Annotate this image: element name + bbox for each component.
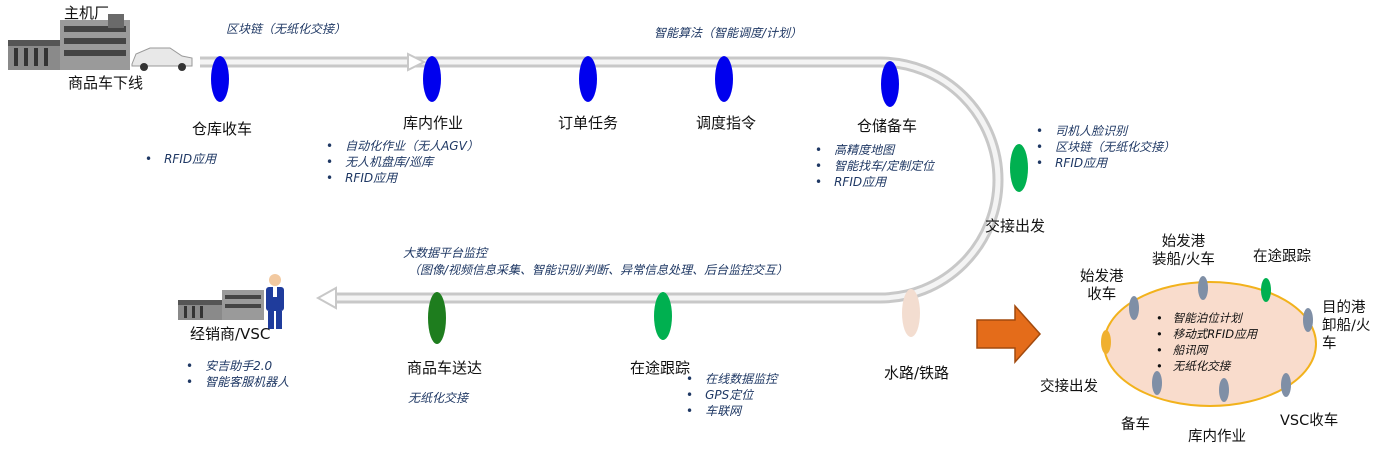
transit-item: 在线数据监控: [686, 371, 777, 387]
algorithm-note: 智能算法（智能调度/计划）: [654, 26, 803, 40]
road-arrow-bottom: [315, 286, 337, 310]
stage-inner-ops: 库内作业: [403, 114, 464, 132]
cycle-label-vsc-receive: VSC收车: [1280, 413, 1339, 429]
node-warehouse-receive: [211, 56, 229, 102]
cycle-label-transit: 在途跟踪: [1253, 249, 1311, 265]
bigdata-detail: （图像/视频信息采集、智能识别/判断、异常信息处理、后台监控交互）: [408, 263, 789, 277]
warehouse-receive-item: RFID应用: [145, 151, 216, 167]
inner-ops-item: 无人机盘库/巡库: [326, 154, 479, 170]
offline-label: 商品车下线: [68, 74, 144, 92]
stage-dealer: 经销商/VSC: [190, 325, 271, 343]
cycle-node-vsc-receive: [1281, 373, 1291, 397]
cycle-node-prep: [1152, 371, 1162, 395]
dealer-item: 智能客服机器人: [186, 374, 289, 390]
node-inner-ops: [423, 56, 441, 102]
road-arrow-top: [407, 52, 427, 72]
warehouse-receive-list: RFID应用: [145, 151, 216, 167]
cycle-label-origin-receive: 始发港 收车: [1080, 269, 1124, 303]
bigdata-title: 大数据平台监控: [403, 246, 488, 260]
person-icon: [266, 274, 284, 329]
inner-ops-list: 自动化作业（无人AGV） 无人机盘库/巡库 RFID应用: [326, 138, 479, 186]
port-features-list: 智能泊位计划 移动式RFID应用 船讯网 无纸化交接: [1156, 310, 1257, 374]
stage-in-transit: 在途跟踪: [630, 359, 691, 377]
transit-item: GPS定位: [686, 387, 777, 403]
stage-delivered: 商品车送达: [407, 359, 483, 377]
cycle-label-handover: 交接出发: [1040, 379, 1098, 395]
cycle-node-origin-receive: [1129, 296, 1139, 320]
cycle-node-origin-load: [1198, 276, 1208, 300]
storage-prep-item: 智能找车/定制定位: [815, 158, 934, 174]
port-feature-item: 无纸化交接: [1156, 358, 1257, 374]
node-storage-prep: [881, 61, 899, 107]
inner-ops-item: RFID应用: [326, 170, 479, 186]
transit-list: 在线数据监控 GPS定位 车联网: [686, 371, 777, 419]
node-handover: [1010, 144, 1028, 192]
stage-water-rail: 水路/铁路: [884, 364, 950, 382]
stage-order-task: 订单任务: [558, 114, 619, 132]
node-order-task: [579, 56, 597, 102]
cycle-node-dest-unload: [1303, 308, 1313, 332]
storage-prep-item: 高精度地图: [815, 142, 934, 158]
cycle-label-dest-unload: 目的港 卸船/火 车: [1322, 300, 1371, 352]
stage-handover: 交接出发: [985, 217, 1046, 235]
dealer-list: 安吉助手2.0 智能客服机器人: [186, 358, 289, 390]
cycle-node-handover: [1101, 330, 1111, 354]
blockchain-note: 区块链（无纸化交接）: [226, 22, 347, 36]
inner-ops-item: 自动化作业（无人AGV）: [326, 138, 479, 154]
stage-warehouse-receive: 仓库收车: [192, 120, 253, 138]
cycle-node-transit: [1261, 278, 1271, 302]
storage-prep-item: RFID应用: [815, 174, 934, 190]
node-in-transit: [654, 292, 672, 340]
car-icon: [131, 47, 193, 71]
node-delivered: [428, 292, 446, 344]
road-highlight: [200, 59, 1001, 301]
handover-item: 区块链（无纸化交接）: [1036, 139, 1175, 155]
handover-item: 司机人脸识别: [1036, 123, 1175, 139]
port-feature-item: 移动式RFID应用: [1156, 326, 1257, 342]
node-water-rail: [902, 289, 920, 337]
factory-label: 主机厂: [64, 4, 110, 22]
storage-prep-list: 高精度地图 智能找车/定制定位 RFID应用: [815, 142, 934, 190]
cycle-label-yard-ops: 库内作业: [1188, 429, 1246, 445]
cycle-node-yard-ops: [1219, 378, 1229, 402]
factory-icon: [8, 14, 130, 70]
node-dispatch: [715, 56, 733, 102]
dealer-item: 安吉助手2.0: [186, 358, 289, 374]
transition-arrow: [976, 304, 1042, 364]
delivered-note: 无纸化交接: [408, 391, 469, 405]
cycle-label-prep: 备车: [1121, 417, 1150, 433]
port-feature-item: 智能泊位计划: [1156, 310, 1257, 326]
cycle-label-origin-load: 始发港 装船/火车: [1152, 234, 1215, 268]
stage-dispatch: 调度指令: [696, 114, 757, 132]
port-feature-item: 船讯网: [1156, 342, 1257, 358]
handover-item: RFID应用: [1036, 155, 1175, 171]
transit-item: 车联网: [686, 403, 777, 419]
stage-storage-prep: 仓储备车: [857, 117, 918, 135]
handover-list: 司机人脸识别 区块链（无纸化交接） RFID应用: [1036, 123, 1175, 171]
dealer-building-icon: [178, 290, 264, 320]
